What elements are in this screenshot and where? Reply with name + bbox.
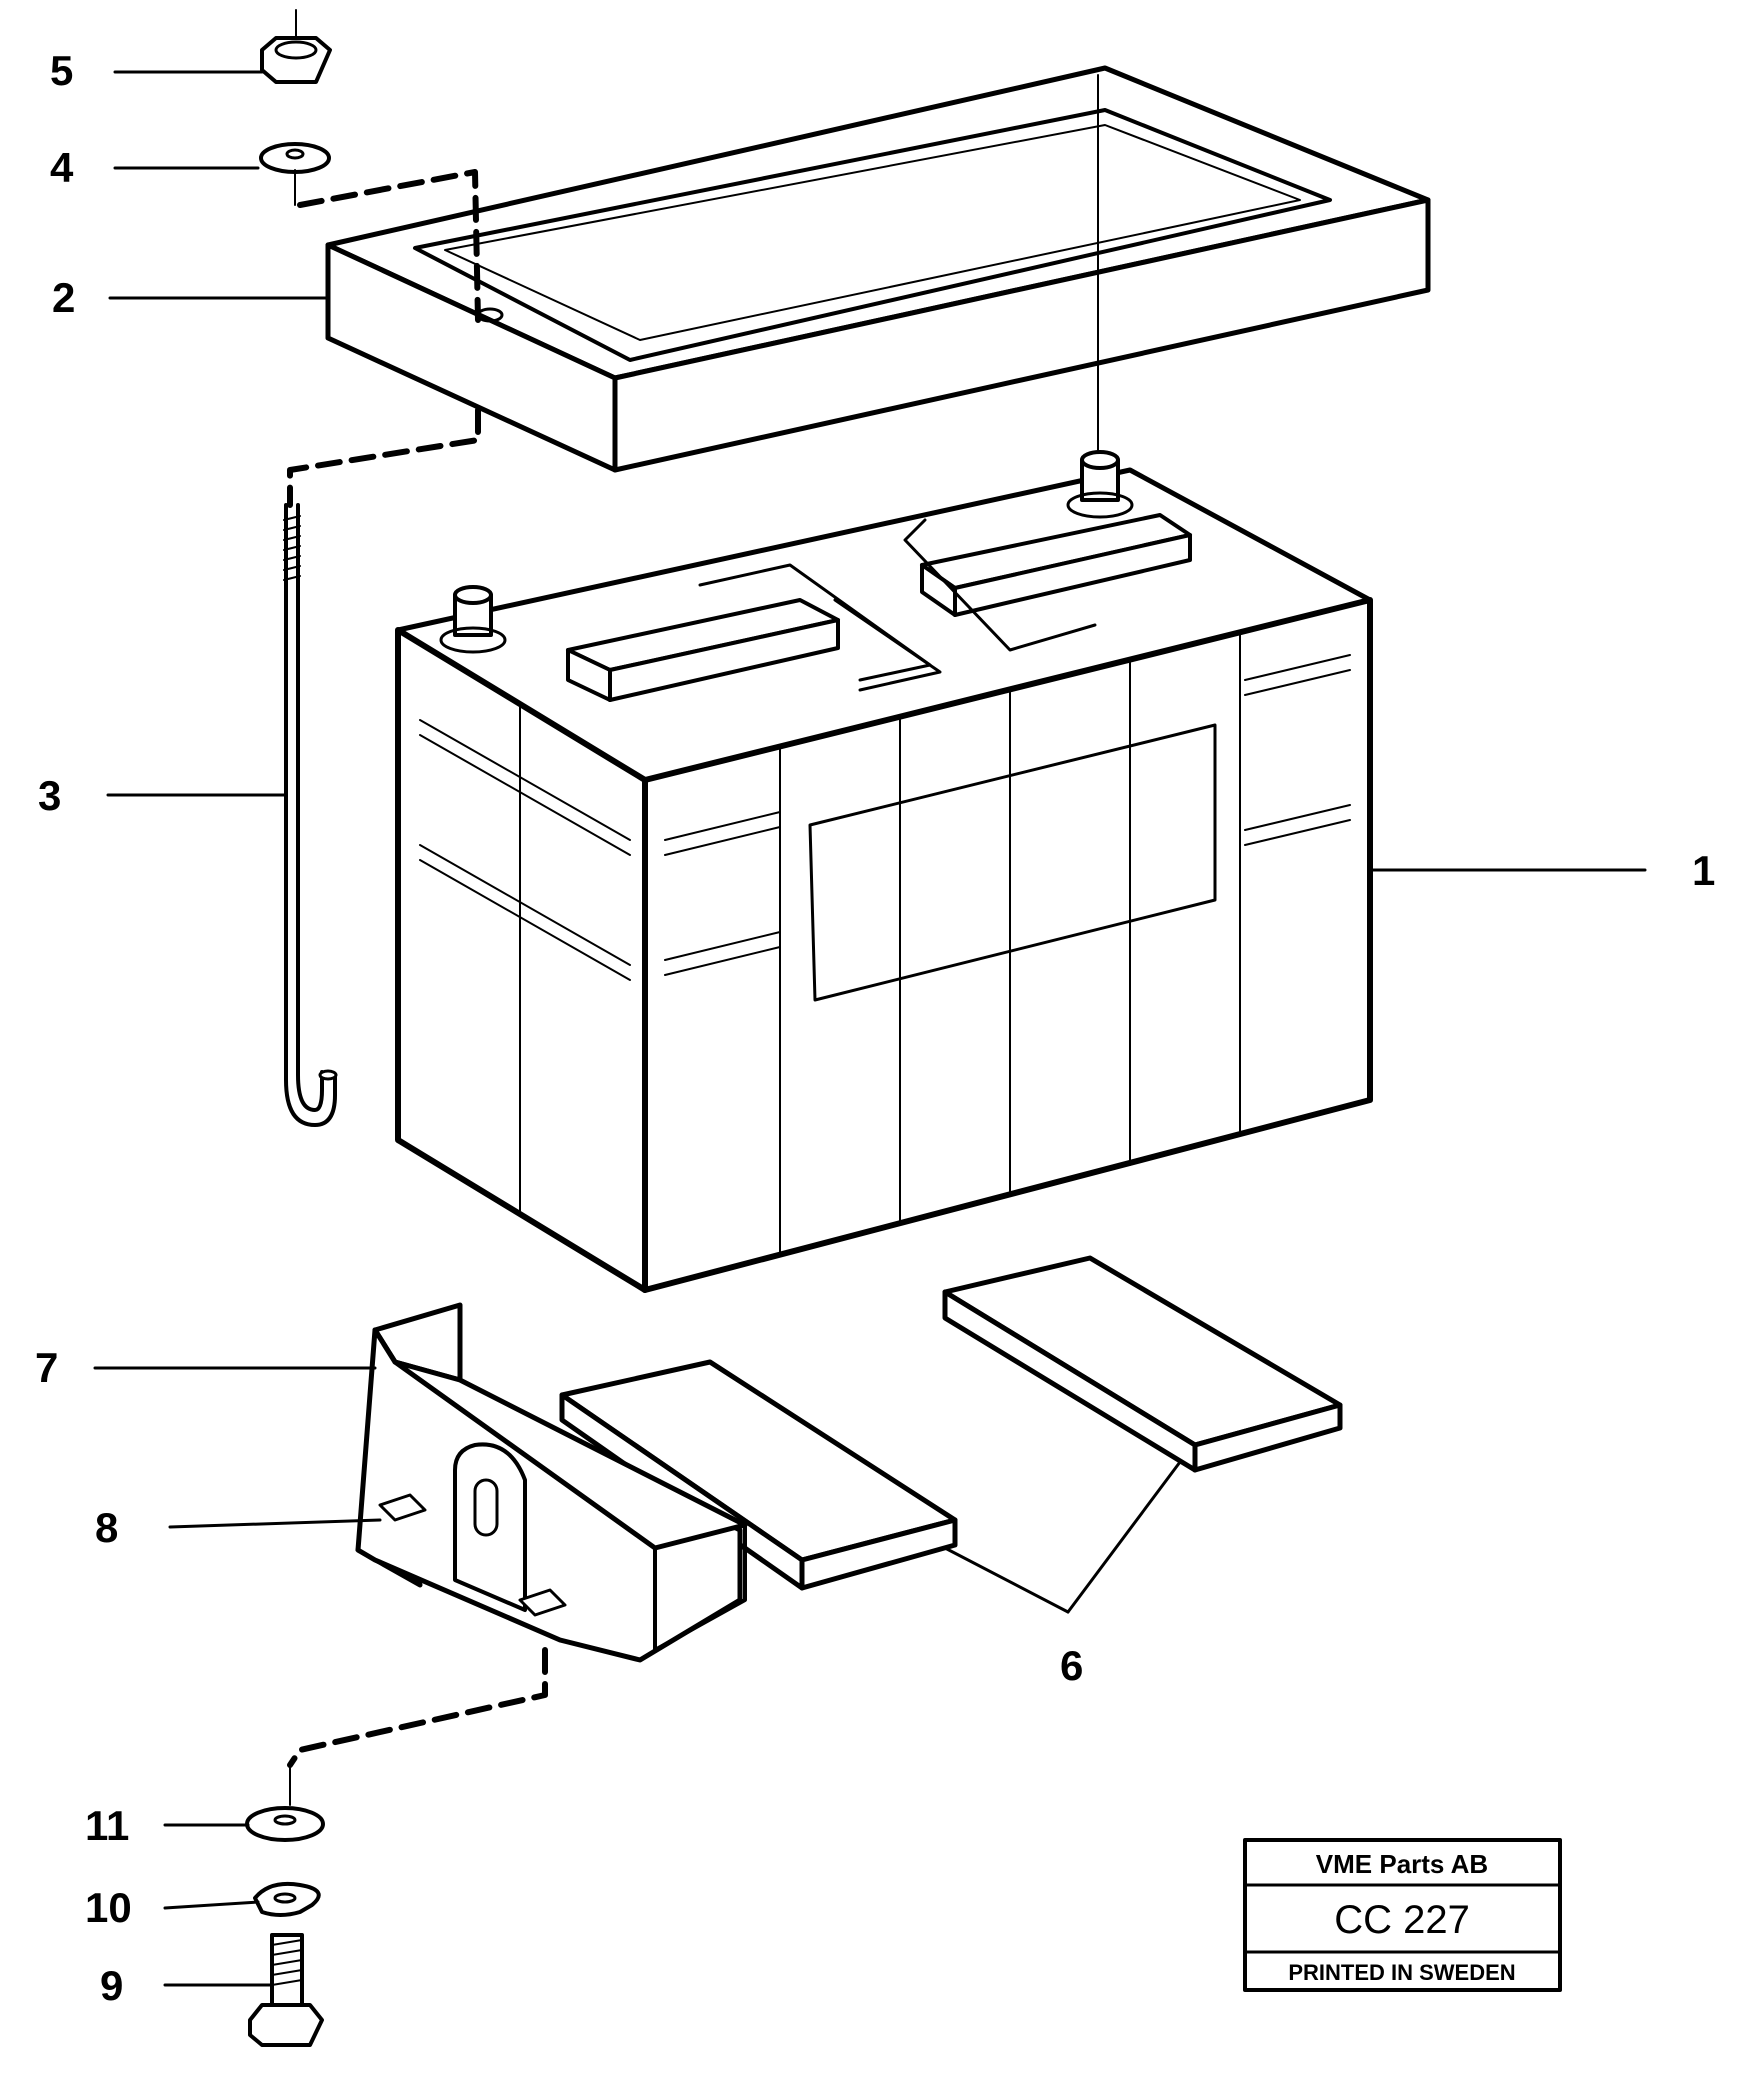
j-bolt [283, 503, 338, 1127]
stamp-company: VME Parts AB [1316, 1849, 1488, 1879]
title-stamp: VME Parts AB CC 227 PRINTED IN SWEDEN [1243, 1838, 1562, 1992]
battery-pad-right [942, 1255, 1343, 1473]
stamp-printed: PRINTED IN SWEDEN [1288, 1960, 1515, 1985]
callout-5: 5 [50, 47, 73, 94]
battery-bracket [355, 1302, 748, 1663]
callout-7: 7 [35, 1344, 58, 1391]
terminal-post-left [439, 585, 507, 654]
callout-11: 11 [85, 1802, 129, 1849]
nut [260, 9, 332, 84]
battery-hold-down-frame [325, 65, 1431, 473]
callout-10: 10 [85, 1884, 132, 1931]
callout-8: 8 [95, 1504, 118, 1551]
battery [395, 450, 1373, 1293]
stamp-code: CC 227 [1334, 1898, 1470, 1942]
callout-9: 9 [100, 1962, 123, 2009]
callout-3: 3 [38, 772, 61, 819]
hex-bolt [248, 1933, 324, 2047]
terminal-post-right [1066, 450, 1134, 519]
callout-6: 6 [1060, 1642, 1083, 1689]
callout-1: 1 [1692, 847, 1715, 894]
callout-2: 2 [52, 274, 75, 321]
leader-lines [93, 70, 1647, 1987]
callout-4: 4 [50, 144, 74, 191]
spring-washer [253, 1881, 321, 1917]
washer-lower [245, 1806, 325, 1842]
washer-upper [259, 142, 331, 174]
